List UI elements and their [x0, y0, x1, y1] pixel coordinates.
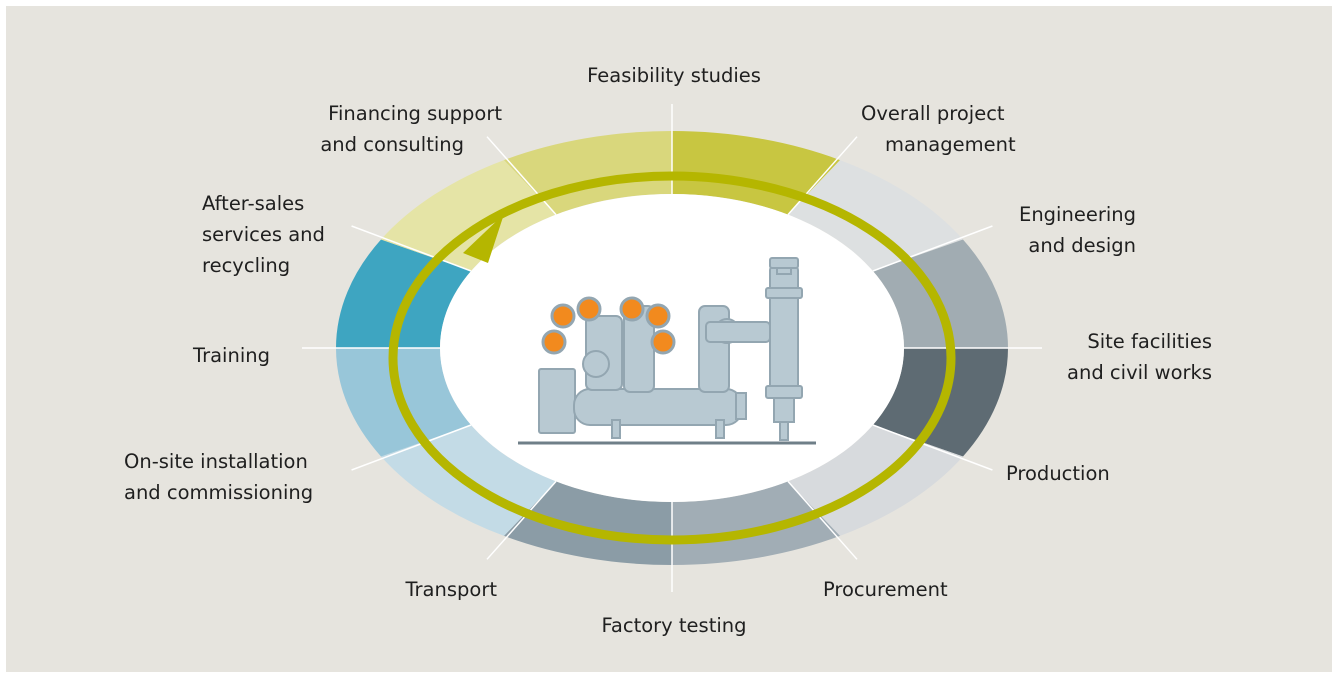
label-training: Training [193, 344, 270, 367]
cycle-arrowhead-icon [463, 214, 504, 263]
label-factory-testing: Factory testing [601, 614, 747, 637]
label-engineering-and-design: Engineering and design [1019, 203, 1136, 257]
segment-divider [486, 136, 557, 216]
label-feasibility-studies: Feasibility studies [587, 64, 761, 87]
segment-training [336, 239, 472, 348]
segment-project-management [788, 160, 963, 271]
segment-after-sales [381, 160, 556, 271]
label-transport: Transport [405, 578, 497, 601]
switchgear-equipment-image [518, 257, 816, 445]
label-overall-project-management: Overall project management [861, 102, 1016, 156]
label-procurement: Procurement [823, 578, 948, 601]
segment-divider [787, 136, 858, 216]
diagram-stage: Feasibility studies Overall project mana… [6, 6, 1332, 672]
label-site-facilities-and-civil-works: Site facilities and civil works [1067, 330, 1212, 384]
segment-procurement [672, 481, 840, 565]
segment-divider [872, 424, 993, 471]
label-production: Production [1006, 462, 1110, 485]
segment-divider [486, 480, 557, 560]
segment-divider [351, 225, 472, 272]
label-after-sales-services-and-recycling: After-sales services and recycling [202, 192, 325, 277]
equipment-lamps [541, 296, 676, 355]
cycle-arrow-ring [388, 171, 956, 545]
segment-divider [872, 225, 993, 272]
label-financing-support-and-consulting: Financing support and consulting [320, 102, 502, 156]
lifecycle-ring-diagram [302, 104, 1042, 592]
segment-divider [787, 480, 858, 560]
label-on-site-installation-and-commissioning: On-site installation and commissioning [124, 450, 314, 504]
segment-factory-testing [504, 481, 672, 565]
segment-divider [351, 424, 472, 471]
segment-engineering [872, 239, 1008, 348]
